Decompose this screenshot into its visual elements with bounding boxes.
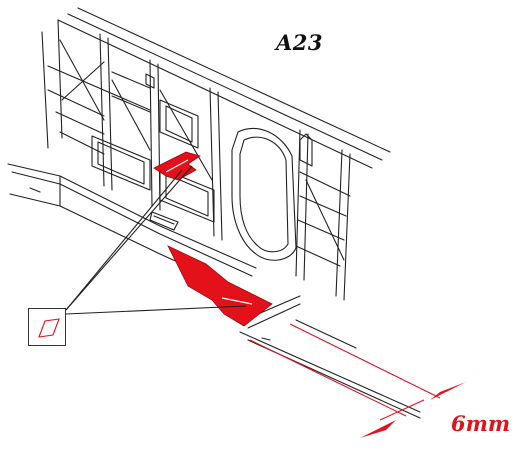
dimension-arrow-down — [360, 420, 396, 438]
dimension-label: 6mm — [451, 411, 511, 436]
dimension-arrow-up — [430, 382, 466, 400]
callout-box — [28, 308, 66, 346]
part-highlights — [165, 159, 253, 305]
fuselage-frame — [7, 7, 421, 419]
part-outline-icon — [38, 318, 60, 338]
callout-leaders — [65, 165, 247, 315]
lower-red-part — [167, 245, 273, 327]
dimension-arrows — [360, 382, 466, 438]
step-label: A23 — [276, 30, 324, 55]
dimension-lines — [249, 323, 441, 421]
